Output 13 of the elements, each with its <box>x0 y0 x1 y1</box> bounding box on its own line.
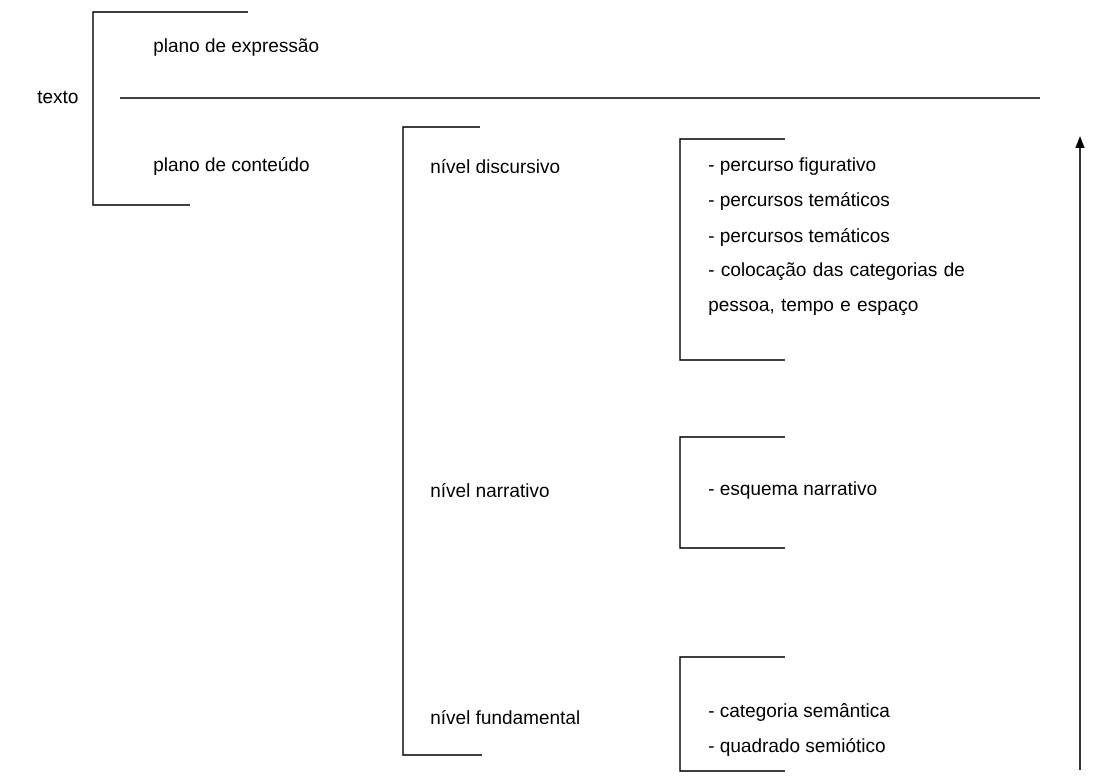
label-text: - esquema narrativo <box>709 481 877 499</box>
label-text: - categoria semântica <box>709 703 890 721</box>
label-text: plano de expressão <box>154 38 319 56</box>
label-text: nível narrativo <box>431 482 549 498</box>
label-text: - percurso figurativo <box>709 157 876 175</box>
label-text: nível discursivo <box>431 158 560 174</box>
label-text: - quadrado semiótico <box>709 738 885 756</box>
label-text: - percursos temáticos <box>709 192 890 210</box>
label-text: plano de conteúdo <box>154 157 309 175</box>
label-text: - percursos temáticos <box>709 228 890 246</box>
label-text: - colocação das categorias de pessoa, tempo e espaço <box>709 262 964 315</box>
label-text: nível fundamental <box>431 709 579 725</box>
label-text: texto <box>37 90 78 104</box>
